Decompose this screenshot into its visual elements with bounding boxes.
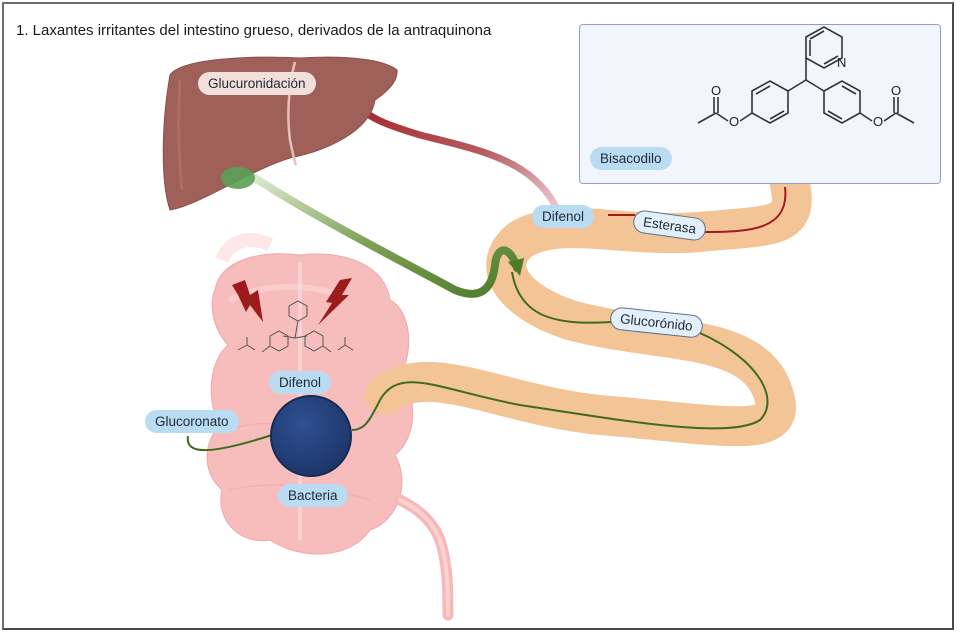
oxygen-atom: O (729, 114, 739, 129)
oxygen-atom: O (711, 83, 721, 98)
glucoronato-line (186, 434, 273, 452)
irritation-bolt-icon (318, 278, 352, 325)
arrowhead-icon (508, 258, 524, 276)
glucuronide-pathway (351, 271, 769, 431)
liver (162, 56, 398, 211)
portal-vein (348, 76, 559, 209)
figure-title: 1. Laxantes irritantes del intestino gru… (16, 22, 492, 39)
bisacodyl-structure: N O O O O (697, 26, 915, 129)
glucoronato-label: Glucoronato (145, 410, 239, 433)
bile-duct-arrow (251, 174, 521, 298)
difenol-label-colon: Difenol (269, 371, 332, 394)
bacteria-cell (270, 395, 352, 477)
difenol-label-small-intestine: Difenol (532, 205, 595, 228)
colon-molecule-structure (237, 300, 354, 353)
bacteria-label: Bacteria (278, 484, 348, 507)
nitrogen-atom: N (837, 55, 846, 70)
esterase-pathway (704, 186, 787, 233)
oxygen-atom: O (891, 83, 901, 98)
glucuronidation-label: Glucuronidación (198, 72, 316, 95)
oxygen-atom: O (873, 114, 883, 129)
irritation-bolt-icon (232, 280, 263, 322)
bisacodyl-label: Bisacodilo (590, 147, 672, 170)
